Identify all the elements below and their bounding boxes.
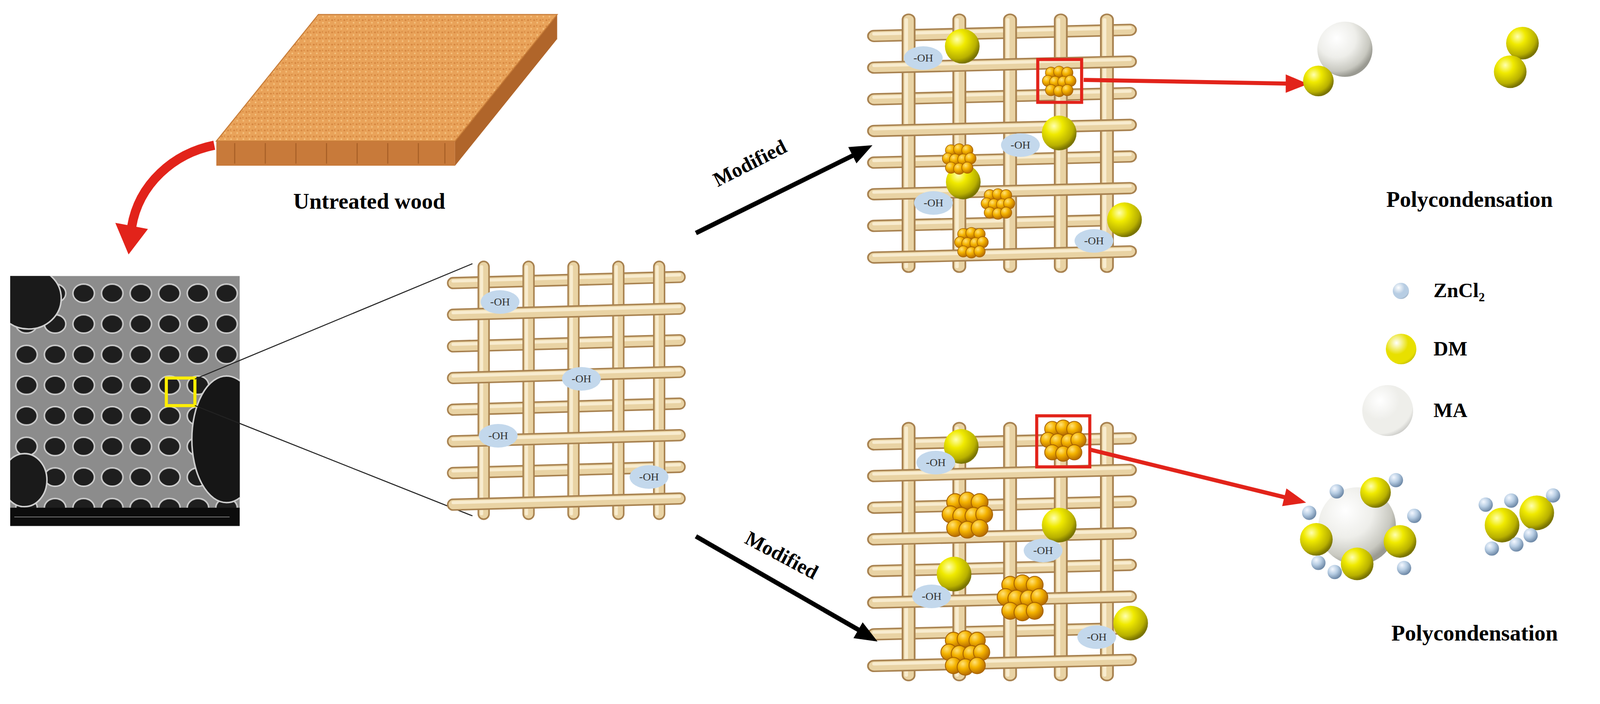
legend-label: MA (1433, 398, 1468, 423)
group-label: -OH (1010, 138, 1031, 152)
process-label: Polycondensation (1391, 619, 1558, 646)
group-label: -OH (921, 589, 942, 603)
hydroxyl-oval: -OH (1074, 228, 1114, 253)
hydroxyl-oval: -OH (903, 46, 943, 70)
hydroxyl-oval: -OH (1000, 133, 1040, 157)
red-pointer-arrows (1083, 74, 1309, 507)
highlight-box (1036, 415, 1090, 467)
legend-swatch (1392, 282, 1409, 299)
hydroxyl-oval: -OH (1077, 624, 1117, 649)
group-label: -OH (571, 372, 592, 386)
arrow-label: Modified (709, 135, 791, 192)
group-label: -OH (923, 196, 944, 210)
hydroxyl-oval: -OH (629, 464, 669, 489)
modified-arrows (695, 145, 878, 642)
hydroxyl-oval: -OH (912, 584, 952, 608)
hydroxyl-oval: -OH (562, 366, 601, 391)
legend-label: ZnCl₂ (1433, 278, 1485, 303)
hydroxyl-oval: -OH (1023, 538, 1063, 563)
selection-square (166, 377, 196, 406)
highlight-box (1037, 59, 1082, 103)
group-label: -OH (639, 470, 660, 484)
hydroxyl-oval: -OH (478, 423, 518, 448)
arrow-label: Modified (741, 526, 822, 585)
zoom-lines (194, 263, 473, 516)
fiber-lattice (452, 266, 680, 514)
legend-label: DM (1433, 337, 1468, 361)
group-label: -OH (1084, 234, 1105, 248)
red-curved-arrow (115, 145, 215, 255)
wood-slab (216, 14, 558, 166)
group-label: -OH (913, 51, 934, 65)
hydroxyl-oval: -OH (480, 290, 520, 314)
fiber-lattice (873, 427, 1130, 675)
wood-caption: Untreated wood (293, 188, 445, 214)
ma-dm-molecule (1303, 21, 1373, 97)
group-label: -OH (490, 295, 511, 309)
group-label: -OH (488, 429, 509, 443)
legend-swatch (1362, 384, 1414, 436)
sem-image (10, 275, 240, 526)
dm-pair (1494, 26, 1539, 88)
group-label: -OH (1087, 630, 1107, 644)
group-label: -OH (1033, 543, 1054, 557)
polymer-clusters (940, 66, 1087, 675)
hydroxyl-oval: -OH (914, 191, 953, 215)
group-label: -OH (926, 456, 946, 470)
process-label: Polycondensation (1386, 186, 1553, 212)
hydroxyl-oval: -OH (916, 450, 956, 475)
dm-spheres (936, 28, 1149, 640)
legend-swatch (1385, 333, 1417, 365)
ma-dm-zncl2-molecule (1299, 472, 1422, 581)
dm-zncl2-cluster (1478, 488, 1560, 556)
fiber-lattice (873, 19, 1130, 267)
